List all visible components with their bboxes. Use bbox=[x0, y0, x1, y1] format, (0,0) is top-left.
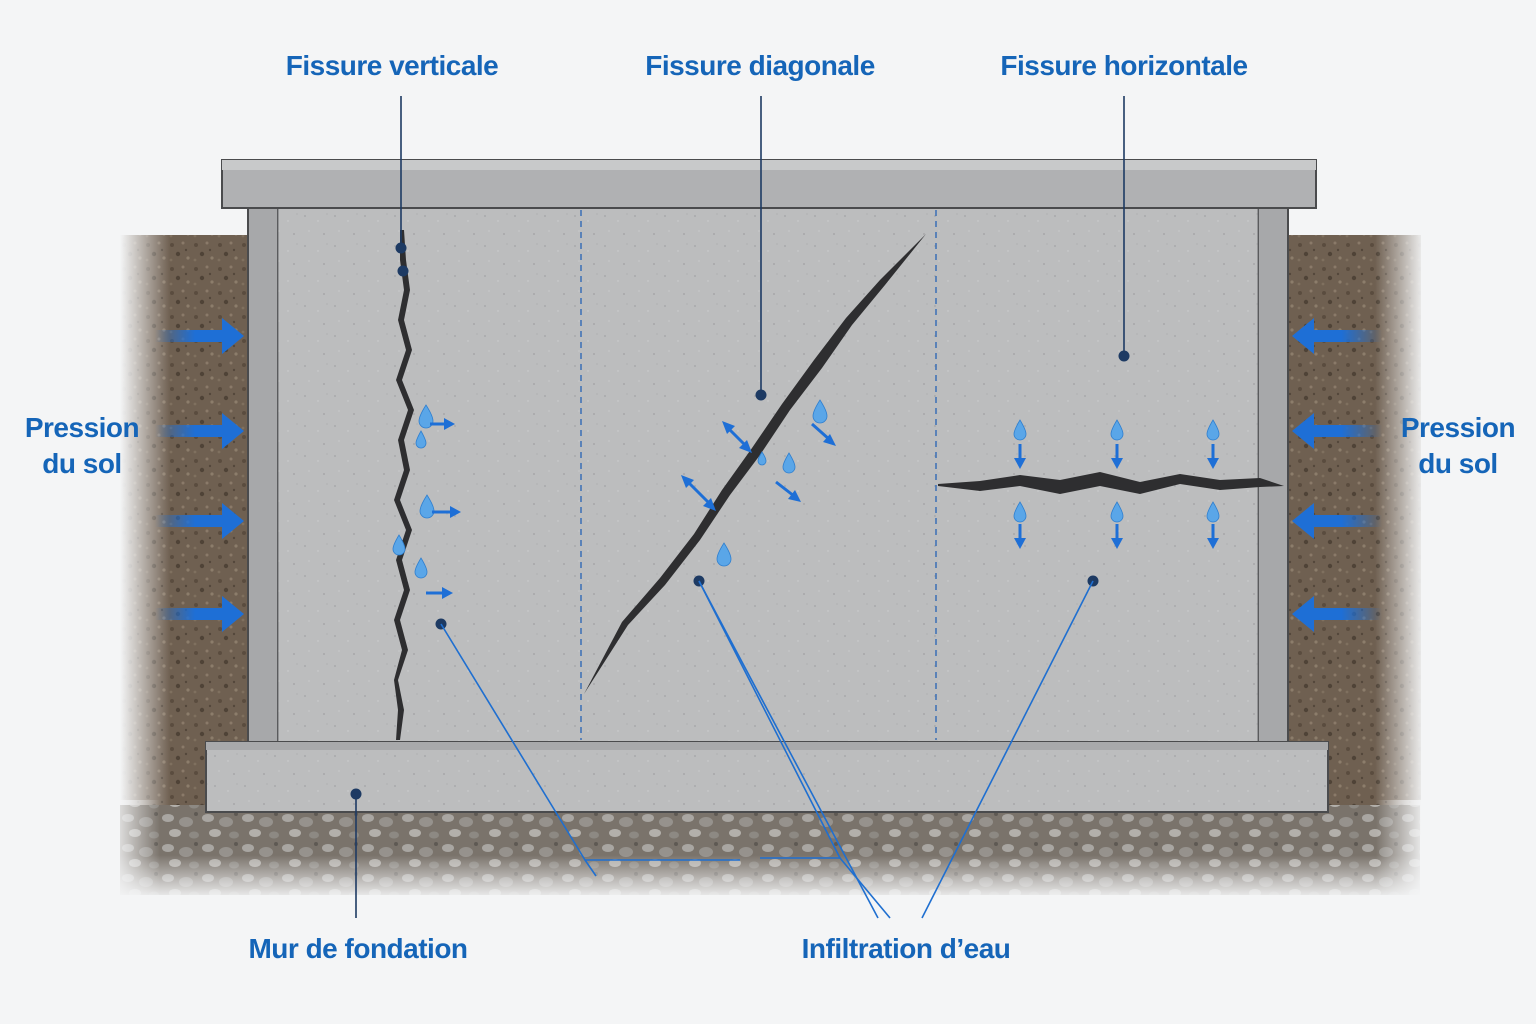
label-foundation-wall: Mur de fondation bbox=[248, 931, 467, 966]
label-soil-pressure-right: Pression du sol bbox=[1398, 410, 1518, 482]
label-soil-pressure-left-line2: du sol bbox=[22, 446, 142, 482]
label-soil-pressure-left: Pression du sol bbox=[22, 410, 142, 482]
label-soil-pressure-right-line2: du sol bbox=[1398, 446, 1518, 482]
wall-pillar-left bbox=[248, 208, 278, 742]
wall-pillar-right bbox=[1258, 208, 1288, 742]
label-water-infiltration: Infiltration d’eau bbox=[802, 931, 1011, 966]
gravel-base bbox=[110, 800, 1426, 900]
footing bbox=[206, 742, 1328, 812]
label-diagonal-crack: Fissure diagonale bbox=[645, 48, 875, 83]
label-soil-pressure-right-line1: Pression bbox=[1398, 410, 1518, 446]
label-vertical-crack: Fissure verticale bbox=[286, 48, 499, 83]
label-horizontal-crack: Fissure horizontale bbox=[1000, 48, 1247, 83]
top-beam bbox=[222, 160, 1316, 208]
label-soil-pressure-left-line1: Pression bbox=[22, 410, 142, 446]
